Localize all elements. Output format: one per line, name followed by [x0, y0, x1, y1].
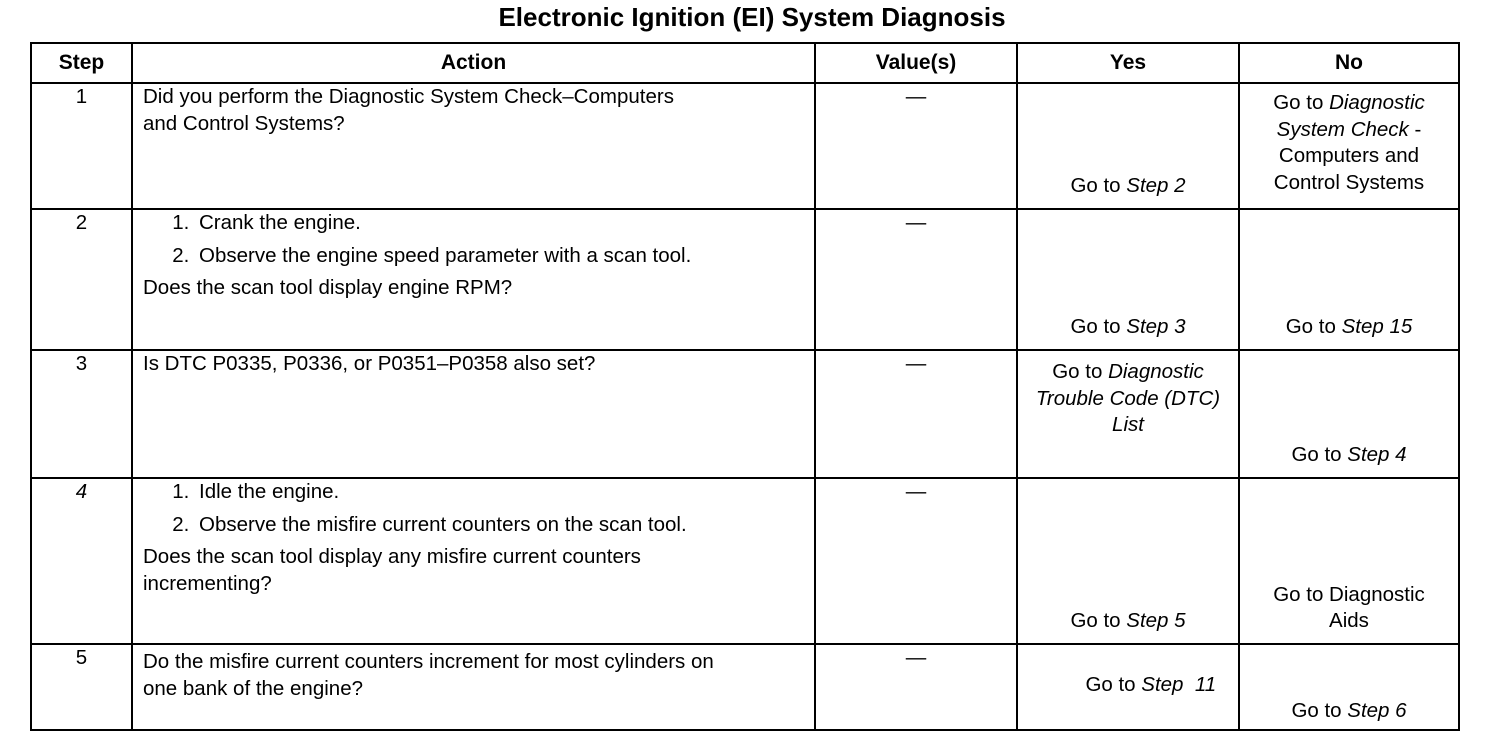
no-suffix: - Computers and Control Systems — [1273, 117, 1425, 194]
table-row: 2 Crank the engine. Observe the engine s… — [30, 208, 1460, 351]
action-cell: Crank the engine. Observe the engine spe… — [131, 208, 816, 351]
header-step: Step — [30, 42, 133, 84]
yes-cell: Go to Step 11 — [1016, 643, 1240, 731]
action-question: Do the misfire current counters incremen… — [143, 650, 714, 700]
action-step: Observe the engine speed parameter with … — [195, 243, 699, 270]
no-prefix: Go to — [1291, 699, 1348, 723]
no-cell: Go to Step 6 — [1238, 643, 1460, 731]
diagnosis-table: Step Action Value(s) Yes No 1 Did you pe… — [30, 42, 1460, 731]
step-number: 4 — [30, 477, 133, 645]
yes-prefix: Go to — [1070, 174, 1127, 198]
yes-prefix: Go to — [1070, 315, 1127, 339]
yes-link[interactable]: Step 3 — [1126, 315, 1186, 339]
no-link[interactable]: Go to Diagnostic Aids — [1273, 582, 1425, 633]
no-link[interactable]: Step 4 — [1347, 443, 1407, 467]
no-prefix: Go to — [1285, 315, 1342, 339]
value-cell: — — [814, 208, 1018, 351]
yes-cell: Go to Diagnostic Trouble Code (DTC) List — [1016, 349, 1240, 479]
value-cell: — — [814, 477, 1018, 645]
table-row: 3 Is DTC P0335, P0336, or P0351–P0358 al… — [30, 349, 1460, 479]
action-question: Is DTC P0335, P0336, or P0351–P0358 also… — [143, 352, 596, 375]
value-cell: — — [814, 82, 1018, 210]
page-title: Electronic Ignition (EI) System Diagnosi… — [498, 2, 1006, 32]
header-no: No — [1238, 42, 1460, 84]
yes-prefix: Go to — [1085, 672, 1142, 696]
action-step: Crank the engine. — [195, 210, 804, 237]
action-cell: Is DTC P0335, P0336, or P0351–P0358 also… — [131, 349, 816, 479]
table-row: 1 Did you perform the Diagnostic System … — [30, 82, 1460, 210]
action-question: Did you perform the Diagnostic System Ch… — [143, 85, 674, 135]
action-cell: Did you perform the Diagnostic System Ch… — [131, 82, 816, 210]
no-cell: Go to Diagnostic Aids — [1238, 477, 1460, 645]
table-row: 4 Idle the engine. Observe the misfire c… — [30, 477, 1460, 645]
yes-prefix: Go to — [1052, 360, 1109, 383]
table-row: 5 Do the misfire current counters increm… — [30, 643, 1460, 731]
value-cell: — — [814, 349, 1018, 479]
step-number: 3 — [30, 349, 133, 479]
action-cell: Idle the engine. Observe the misfire cur… — [131, 477, 816, 645]
yes-link[interactable]: Step 2 — [1126, 174, 1186, 198]
yes-prefix: Go to — [1070, 609, 1127, 633]
yes-cell: Go to Step 3 — [1016, 208, 1240, 351]
action-steps: Idle the engine. Observe the misfire cur… — [143, 479, 804, 538]
action-step: Observe the misfire current counters on … — [195, 512, 699, 539]
no-prefix: Go to — [1291, 443, 1348, 467]
header-row: Step Action Value(s) Yes No — [30, 42, 1460, 84]
step-number: 2 — [30, 208, 133, 351]
yes-link[interactable]: Diagnostic Trouble Code (DTC) List — [1035, 360, 1221, 437]
step-number: 1 — [30, 82, 133, 210]
no-cell: Go to Step 4 — [1238, 349, 1460, 479]
value-cell: — — [814, 643, 1018, 731]
no-link[interactable]: Step 6 — [1347, 699, 1407, 723]
no-cell: Go to Diagnostic System Check - Computer… — [1238, 82, 1460, 210]
no-cell: Go to Step 15 — [1238, 208, 1460, 351]
yes-cell: Go to Step 2 — [1016, 82, 1240, 210]
header-yes: Yes — [1016, 42, 1240, 84]
no-prefix: Go to — [1273, 91, 1330, 114]
header-action: Action — [131, 42, 816, 84]
action-cell: Do the misfire current counters incremen… — [131, 643, 816, 731]
header-values: Value(s) — [814, 42, 1018, 84]
yes-link[interactable]: Step 5 — [1126, 609, 1186, 633]
action-question: Does the scan tool display engine RPM? — [143, 276, 513, 300]
no-link[interactable]: Diagnostic System Check — [1276, 91, 1425, 141]
step-number: 5 — [30, 643, 133, 731]
yes-cell: Go to Step 5 — [1016, 477, 1240, 645]
action-step: Idle the engine. — [195, 479, 804, 506]
action-question: Does the scan tool display any misfire c… — [143, 545, 641, 595]
action-steps: Crank the engine. Observe the engine spe… — [143, 210, 804, 269]
no-link[interactable]: Step 15 — [1341, 315, 1413, 339]
yes-link[interactable]: Step 11 — [1141, 672, 1217, 696]
